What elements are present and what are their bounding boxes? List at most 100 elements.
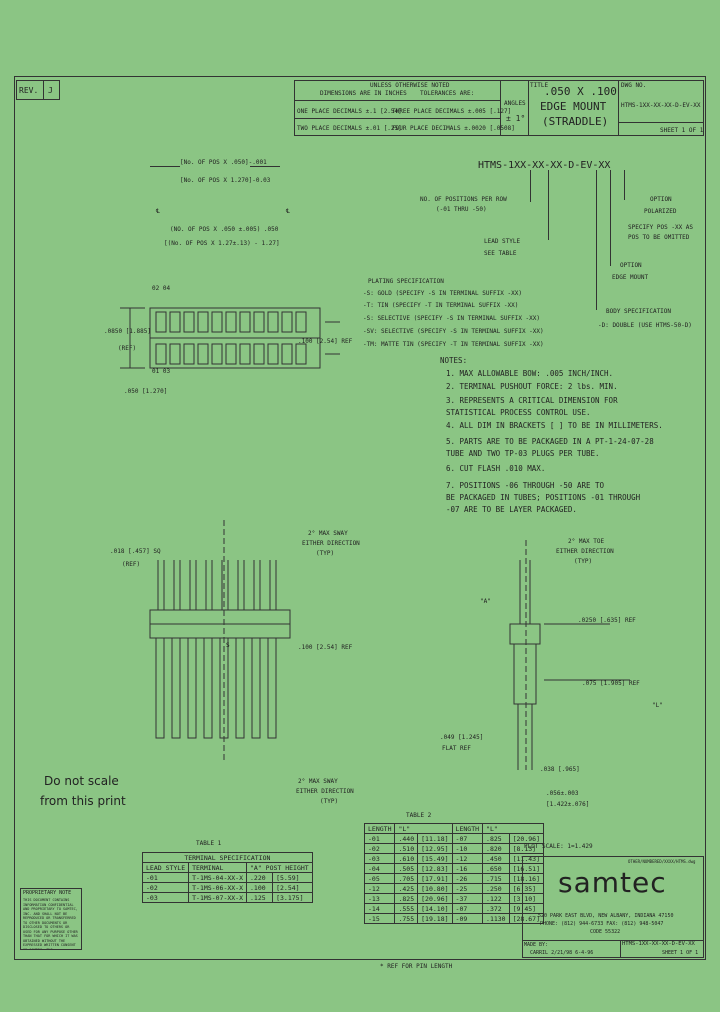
table-cell: .425 <box>394 883 419 894</box>
table-cell: -07 <box>451 903 484 914</box>
table2-footnote: * REF FOR PIN LENGTH <box>380 963 453 970</box>
table-cell: -15 <box>363 913 396 924</box>
table-row: -13.825[20.96]-37.122[3.10] <box>363 893 545 904</box>
table-row: -03 T-1MS-07-XX-X .125 [3.175] <box>141 892 313 903</box>
dim-sway-top3: (TYP) <box>316 550 335 557</box>
tb-h1 <box>294 100 500 101</box>
table-row: -02 T-1MS-06-XX-X .100 [2.54] <box>141 882 313 893</box>
dim-a-label: "A" <box>480 598 491 605</box>
tb-title-l2: EDGE MOUNT <box>540 100 607 113</box>
table-cell: [19.18] <box>417 913 453 924</box>
dim-flat2: FLAT REF <box>442 745 471 752</box>
dim-mid2: [(No. OF POS X 1.27±.13) - 1.27] <box>164 240 280 247</box>
dim-side-056b: [1.422±.076] <box>546 801 590 808</box>
dim-sway-side: 2° MAX TOE <box>568 538 605 545</box>
samtec-dwg: HTMS-1XX-XX-XX-D-EV-XX <box>622 941 695 947</box>
plating-line-3: -SV: SELECTIVE (SPECIFY -S IN TERMINAL S… <box>363 328 544 335</box>
table-cell: .715 <box>482 873 510 884</box>
plating-line-2: -S: SELECTIVE (SPECIFY -S IN TERMINAL SU… <box>363 315 541 322</box>
table-cell: -26 <box>451 873 484 884</box>
samtec-v1 <box>620 940 621 958</box>
table-row: -01 T-1MS-04-XX-X .220 [5.59] <box>141 872 313 883</box>
tb-unless: UNLESS OTHERWISE NOTED <box>370 82 450 89</box>
tb-angles-label: ANGLES <box>504 100 526 107</box>
table1-h1: TERMINAL <box>188 862 248 873</box>
note-6: TUBE AND TWO TP-03 PLUGS PER TUBE. <box>446 449 600 458</box>
table-cell: .220 <box>246 872 274 883</box>
note-10: -07 ARE TO BE LAYER PACKAGED. <box>446 505 577 514</box>
dim-sway-side2: EITHER DIRECTION <box>556 548 614 555</box>
proprietary-note: PROPRIETARY NOTE THIS DOCUMENT CONTAINS … <box>20 888 82 950</box>
dim-h-left: .0850 [1.885] <box>104 328 151 335</box>
table-row: -15.755[19.18]-09.1130[28.67] <box>363 913 545 924</box>
table-cell: .440 <box>394 833 419 844</box>
samtec-block <box>522 856 704 958</box>
table-cell: -02 <box>141 882 190 893</box>
table-cell: .650 <box>482 863 510 874</box>
table-cell: .1130 <box>482 913 510 924</box>
callout-body-spec: BODY SPECIFICATION <box>606 308 672 315</box>
tb-div3 <box>618 80 619 136</box>
table-cell: [20.96] <box>417 893 453 904</box>
table-cell: -05 <box>363 873 396 884</box>
table-cell: -07 <box>451 833 484 844</box>
plating-line-4: -TM: MATTE TIN (SPECIFY -T IN TERMINAL S… <box>363 341 544 348</box>
table-cell: [10.80] <box>417 883 453 894</box>
dim-flat: .049 [1.245] <box>440 734 484 741</box>
dim-side-075: .075 [1.905] REF <box>582 680 640 687</box>
table-cell: T-1MS-06-XX-X <box>188 882 248 893</box>
table-cell: [2.54] <box>272 882 313 893</box>
table-cell: -03 <box>363 853 396 864</box>
plating-line-1: -T: TIN (SPECIFY -T IN TERMINAL SUFFIX -… <box>363 302 519 309</box>
leader-positions <box>530 170 531 202</box>
callout-option: OPTION <box>650 196 672 203</box>
callout-polarized3: POS TO BE OMITTED <box>628 234 690 241</box>
rev-divider <box>43 80 44 100</box>
centerline-left: ℄ <box>156 208 160 215</box>
samtec-logo: samtec <box>558 866 667 899</box>
table2-h0: LENGTH <box>363 823 396 834</box>
table-cell: [12.95] <box>417 843 453 854</box>
callout-edge-mount: EDGE MOUNT <box>612 274 649 281</box>
plating-title: PLATING SPECIFICATION <box>368 278 444 285</box>
table-cell: .820 <box>482 843 510 854</box>
side-view-drawing <box>509 540 630 770</box>
tb-div1 <box>500 80 501 136</box>
dim-top-line2 <box>250 166 280 167</box>
dim-sway-bot3: (TYP) <box>320 798 339 805</box>
tb-dwg-label: DWG NO. <box>621 82 647 89</box>
table-cell: -12 <box>363 883 396 894</box>
samtec-addr1: 520 PARK EAST BLVD, NEW ALBANY, INDIANA … <box>538 913 674 919</box>
note-7: 6. CUT FLASH .010 MAX. <box>446 464 546 473</box>
table-cell: .755 <box>394 913 419 924</box>
table-cell: [3.175] <box>272 892 313 903</box>
notes-title: NOTES: <box>440 356 468 365</box>
samtec-addr3: CODE 55322 <box>590 929 621 935</box>
note-3: STATISTICAL PROCESS CONTROL USE. <box>446 408 591 417</box>
samtec-made-by-val: CARRIL 2/21/98 6-4-96 <box>530 950 594 956</box>
dim-top1: [No. OF POS X .050]-.001 <box>180 159 267 166</box>
tb-angles-val: ± 1° <box>506 114 526 123</box>
dim-sway-bot2: EITHER DIRECTION <box>296 788 354 795</box>
dim-side-ref: .0250 [.635] REF <box>578 617 636 624</box>
table2-title: TABLE 2 <box>406 812 432 819</box>
dim-side-056: .056±.003 <box>546 790 579 797</box>
tb-dims-in: DIMENSIONS ARE IN INCHES <box>320 90 407 97</box>
table-cell: -14 <box>363 903 396 914</box>
leader-option <box>624 170 625 200</box>
dim-pos-bot: 01 03 <box>152 368 171 375</box>
tb-title-label: TITLE <box>530 82 549 89</box>
table-cell: .122 <box>482 893 510 904</box>
table-cell: [15.49] <box>417 853 453 864</box>
table-cell: .705 <box>394 873 419 884</box>
do-not-scale-l1: Do not scale <box>44 774 119 788</box>
front-view-drawing <box>149 520 291 760</box>
table-cell: .505 <box>394 863 419 874</box>
table-cell: .825 <box>482 833 510 844</box>
table-cell: -16 <box>451 863 484 874</box>
table-cell: .555 <box>394 903 419 914</box>
proprietary-title: PROPRIETARY NOTE <box>23 890 72 896</box>
samtec-sheet: SHEET 1 OF 1 <box>662 950 699 956</box>
dim-pos-top: 02 04 <box>152 285 171 292</box>
title-block <box>294 80 704 136</box>
